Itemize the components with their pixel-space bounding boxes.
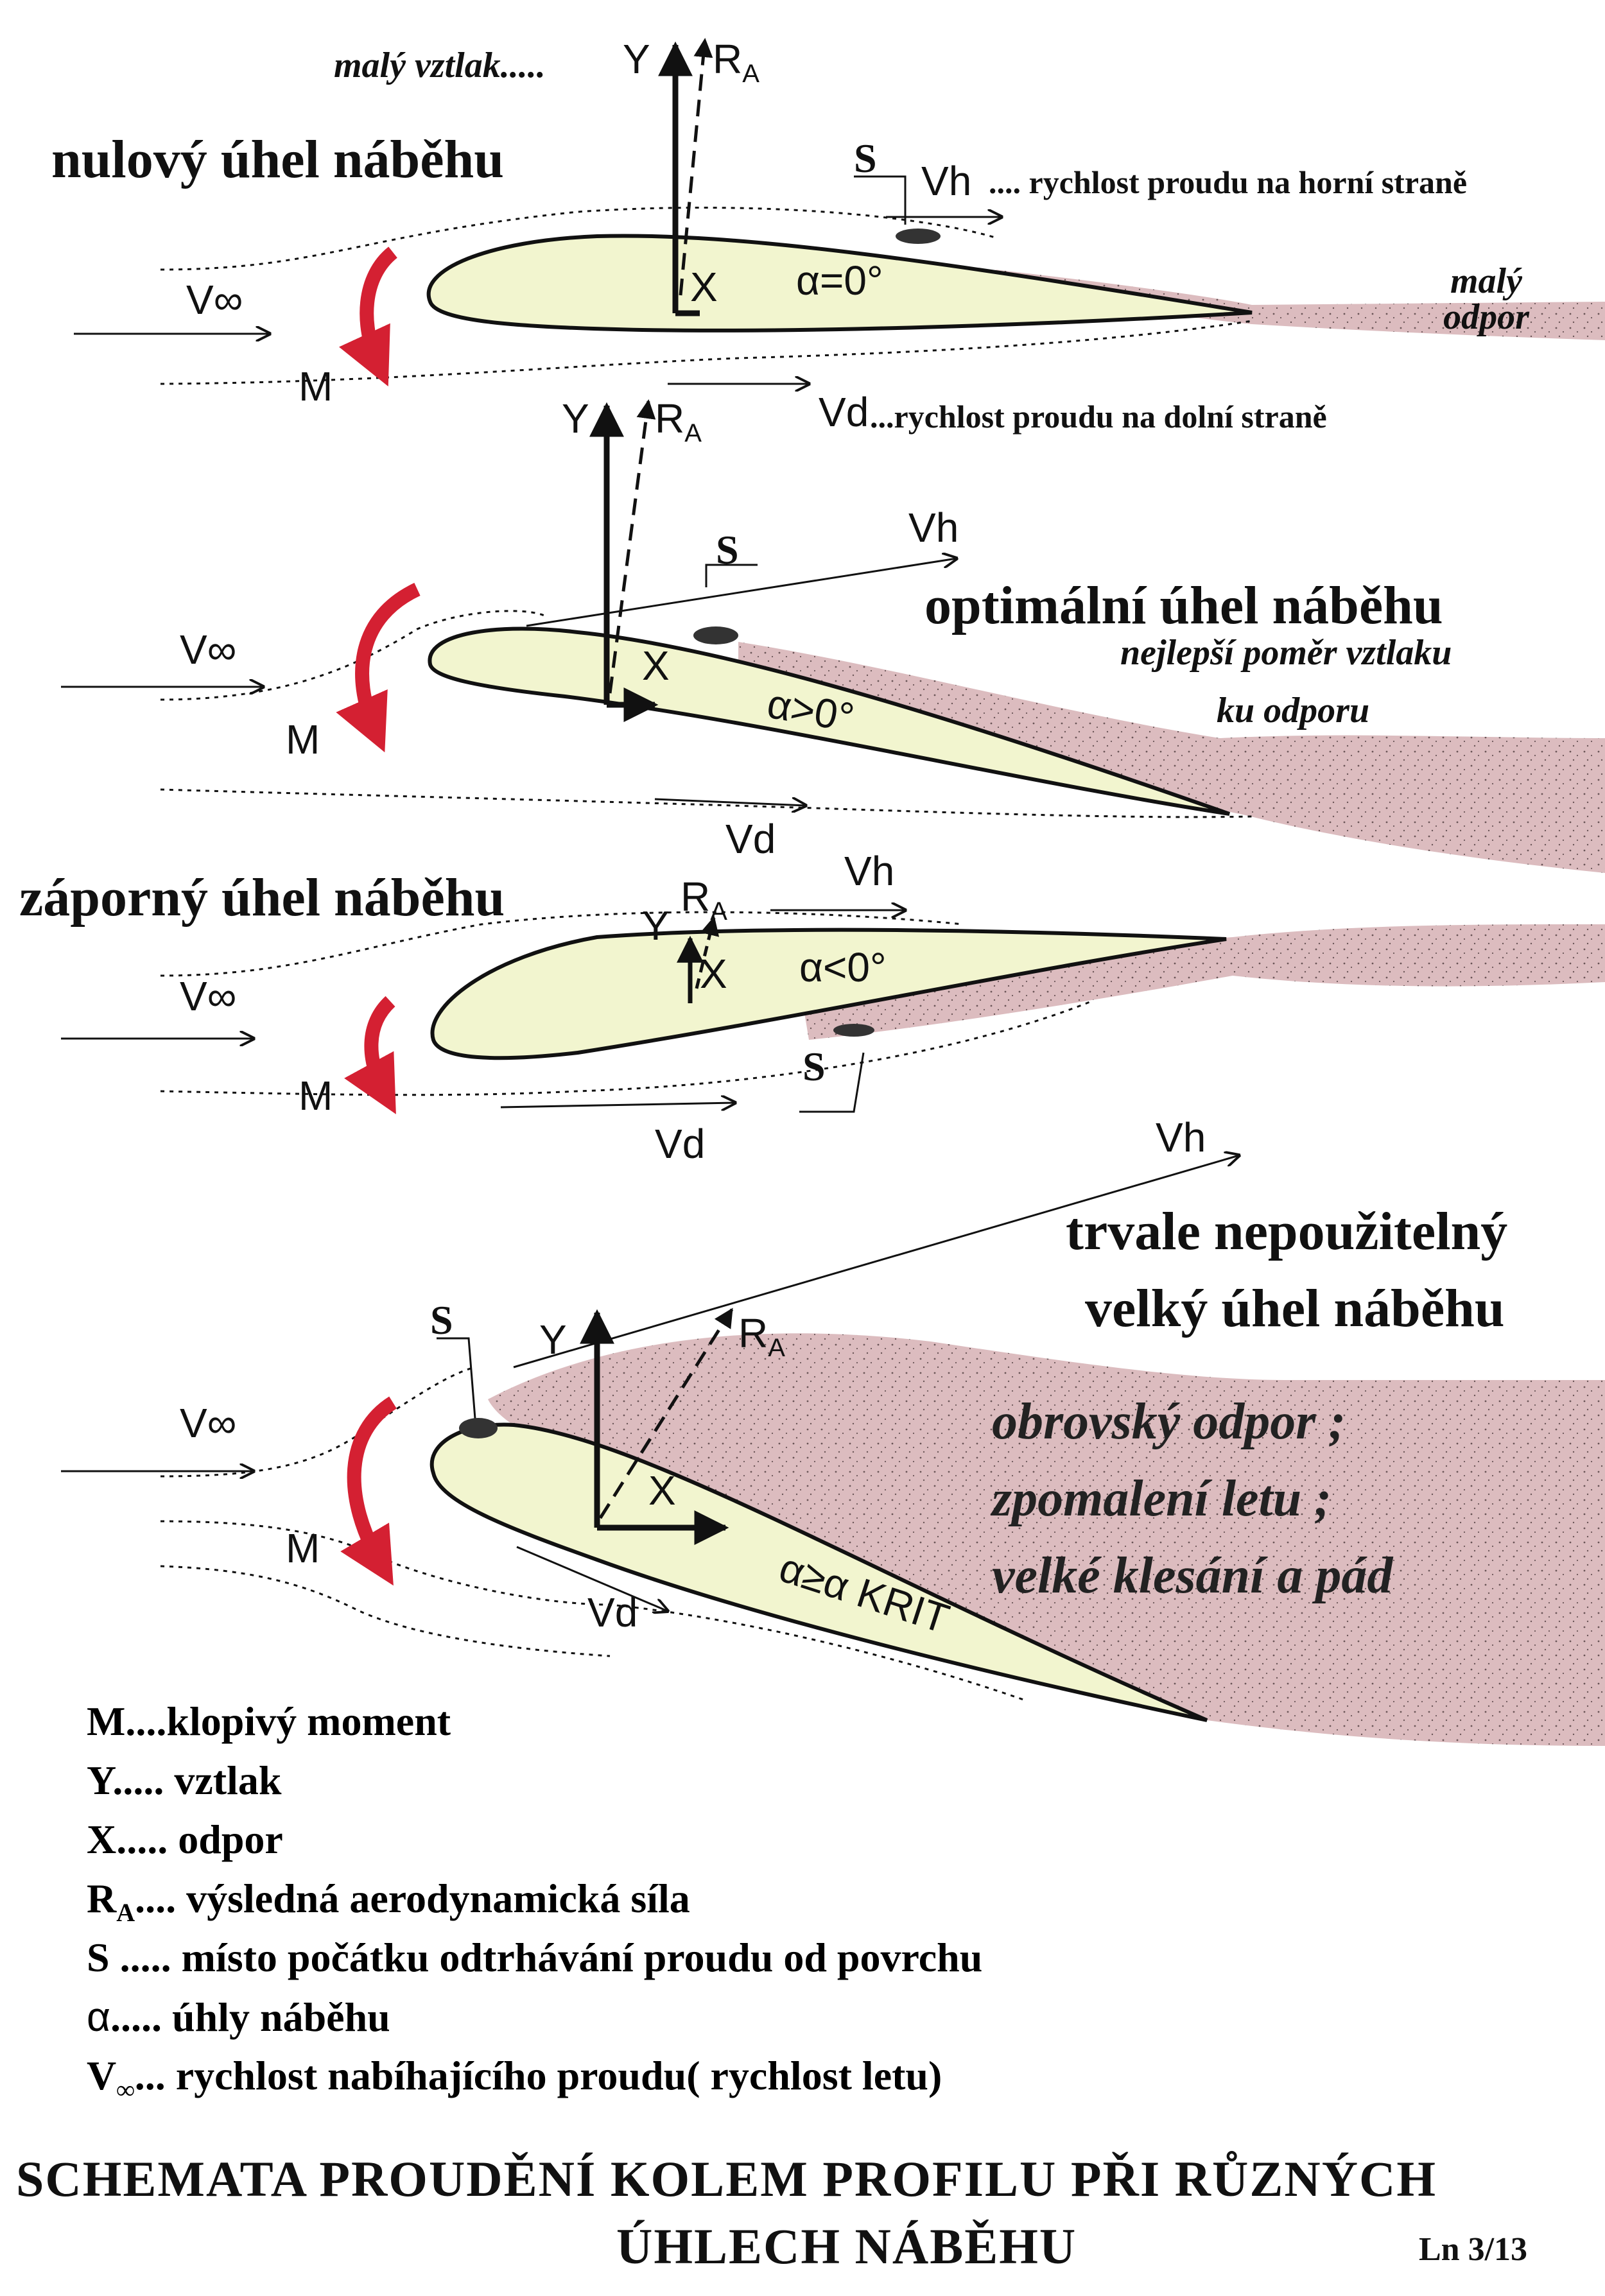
legend-item-angle: α..... úhly náběhu bbox=[87, 1994, 390, 2040]
resultant-arrow bbox=[695, 916, 720, 989]
scene-stall-angle bbox=[61, 1155, 1605, 1746]
lower-speed-note: ...rychlost proudu na dolní straně bbox=[870, 399, 1327, 435]
lower-velocity-symbol: Vd bbox=[725, 816, 776, 862]
moment-symbol: M bbox=[286, 716, 320, 763]
footer-title-line1: SCHEMATA PROUDĚNÍ KOLEM PROFILU PŘI RŮZN… bbox=[16, 2151, 1437, 2207]
separation-symbol: S bbox=[716, 527, 739, 573]
drag-symbol: X bbox=[700, 951, 727, 997]
optimal-note-line1: nejlepší poměr vztlaku bbox=[1120, 633, 1452, 673]
separation-symbol: S bbox=[430, 1297, 453, 1343]
separation-symbol: S bbox=[802, 1044, 826, 1089]
freestream-symbol: V∞ bbox=[180, 626, 237, 673]
moment-arrow bbox=[336, 583, 421, 753]
title-negative-angle: záporný úhel náběhu bbox=[19, 868, 505, 928]
legend-item-drag: X..... odpor bbox=[87, 1817, 283, 1862]
resultant-symbol: RA bbox=[655, 395, 702, 447]
drag-symbol: X bbox=[690, 264, 718, 310]
upper-velocity-arrow bbox=[526, 558, 957, 627]
resultant-symbol: RA bbox=[713, 36, 759, 88]
freestream-symbol: V∞ bbox=[186, 277, 243, 323]
upper-velocity-symbol: Vh bbox=[921, 158, 972, 204]
title-stall-line1: trvale nepoužitelný bbox=[1066, 1202, 1508, 1261]
moment-arrow bbox=[338, 246, 398, 386]
airfoil-optimal bbox=[428, 626, 1230, 816]
lift-symbol: Y bbox=[562, 395, 589, 442]
moment-symbol: M bbox=[286, 1525, 320, 1571]
upper-velocity-symbol: Vh bbox=[1156, 1114, 1206, 1161]
angle-label-zero: α=0° bbox=[796, 257, 883, 304]
lower-velocity-symbol: Vd bbox=[655, 1121, 706, 1167]
upper-velocity-symbol: Vh bbox=[844, 848, 895, 894]
title-zero-angle: nulový úhel náběhu bbox=[51, 130, 504, 189]
resultant-arrow bbox=[598, 1308, 734, 1519]
legend-item-separation: S ..... místo počátku odtrhávání proudu … bbox=[87, 1935, 983, 1980]
lower-velocity-arrow bbox=[654, 799, 806, 806]
optimal-note-line2: ku odporu bbox=[1217, 691, 1370, 730]
angle-label-negative: α<0° bbox=[799, 944, 887, 990]
streamline bbox=[160, 207, 996, 271]
lift-symbol: Y bbox=[539, 1316, 567, 1363]
title-stall-line2: velký úhel náběhu bbox=[1085, 1279, 1505, 1338]
legend-item-freestream: V∞... rychlost nabíhajícího proudu( rych… bbox=[87, 2053, 942, 2104]
drag-symbol: X bbox=[642, 643, 670, 689]
airfoil-stall bbox=[429, 1422, 1208, 1722]
separation-symbol: S bbox=[854, 135, 877, 181]
separation-marker bbox=[854, 175, 907, 225]
lift-symbol: Y bbox=[623, 36, 650, 82]
separation-bubble bbox=[693, 626, 738, 644]
lower-velocity-arrow bbox=[500, 1103, 735, 1107]
drag-note-zero: malý odpor bbox=[1443, 261, 1529, 337]
separation-bubble bbox=[833, 1024, 874, 1037]
upper-velocity-symbol: Vh bbox=[908, 505, 959, 551]
streamline bbox=[160, 1000, 1092, 1096]
wake-negative bbox=[802, 924, 1605, 1040]
separation-marker bbox=[799, 1052, 865, 1113]
moment-symbol: M bbox=[299, 363, 333, 410]
airfoil-negative bbox=[430, 928, 1227, 1060]
resultant-symbol: RA bbox=[738, 1310, 785, 1362]
separation-marker bbox=[705, 564, 758, 587]
upper-velocity-arrow bbox=[513, 1155, 1239, 1368]
resultant-arrow bbox=[608, 399, 656, 694]
upper-speed-note: .... rychlost proudu na horní straně bbox=[989, 164, 1468, 200]
scene-zero-angle bbox=[74, 38, 1605, 386]
wake-optimal bbox=[738, 642, 1605, 873]
resultant-symbol: RA bbox=[681, 874, 727, 926]
wake-zero bbox=[995, 270, 1605, 340]
freestream-symbol: V∞ bbox=[180, 973, 237, 1019]
legend-item-lift: Y..... vztlak bbox=[87, 1757, 282, 1803]
freestream-symbol: V∞ bbox=[180, 1400, 237, 1446]
title-optimal-angle: optimální úhel náběhu bbox=[924, 576, 1443, 635]
scene-negative-angle bbox=[61, 910, 1605, 1114]
moment-arrow bbox=[344, 996, 396, 1114]
separation-bubble bbox=[459, 1418, 498, 1438]
legend-item-moment: M....klopivý moment bbox=[87, 1698, 451, 1744]
footer-title-line2: ÚHLECH NÁBĚHU bbox=[616, 2218, 1077, 2274]
lift-symbol: Y bbox=[642, 902, 670, 949]
page-reference: Ln 3/13 bbox=[1419, 2231, 1528, 2268]
resultant-arrow bbox=[679, 38, 713, 296]
lower-velocity-arrow bbox=[516, 1546, 668, 1611]
streamline bbox=[160, 911, 964, 977]
airfoil-zero bbox=[426, 234, 1253, 332]
lift-note-zero: malý vztlak..... bbox=[334, 46, 546, 85]
wake-stall bbox=[488, 1333, 1605, 1746]
stall-effect-1: obrovský odpor ; bbox=[992, 1394, 1346, 1450]
stall-effect-2: zpomalení letu ; bbox=[992, 1471, 1332, 1527]
streamline bbox=[160, 788, 1253, 818]
lower-velocity-symbol: Vd bbox=[587, 1589, 638, 1636]
moment-arrow bbox=[340, 1396, 397, 1586]
separation-bubble bbox=[896, 229, 941, 244]
lower-velocity-symbol: Vd bbox=[819, 389, 869, 435]
streamline bbox=[160, 1565, 611, 1657]
drag-symbol: X bbox=[648, 1467, 676, 1514]
moment-symbol: M bbox=[299, 1073, 333, 1119]
scene-optimal-angle bbox=[61, 399, 1605, 873]
legend-item-resultant: RA.... výsledná aerodynamická síla bbox=[87, 1876, 690, 1927]
stall-effect-3: velké klesání a pád bbox=[992, 1548, 1393, 1604]
separation-marker bbox=[437, 1337, 476, 1419]
